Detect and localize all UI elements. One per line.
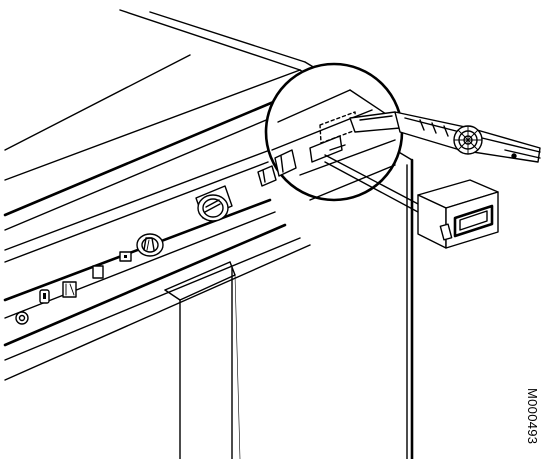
panel-indicator xyxy=(119,251,132,262)
panel-button-round xyxy=(15,311,29,325)
control-panel-strip xyxy=(3,149,311,381)
cabinet-doors xyxy=(164,261,241,459)
panel-button-square xyxy=(92,265,104,279)
panel-button-double xyxy=(62,281,77,298)
thermostat-knob-2 xyxy=(195,185,233,222)
panel-button-small xyxy=(39,289,50,304)
panel-switch xyxy=(257,165,277,187)
reference-code: M000493 xyxy=(525,388,540,445)
magnifier-circle xyxy=(264,62,404,202)
cutter-knife-icon xyxy=(349,111,541,163)
leader-lines xyxy=(324,154,421,213)
switch-module xyxy=(417,179,499,249)
thermostat-knob-1 xyxy=(136,233,164,257)
